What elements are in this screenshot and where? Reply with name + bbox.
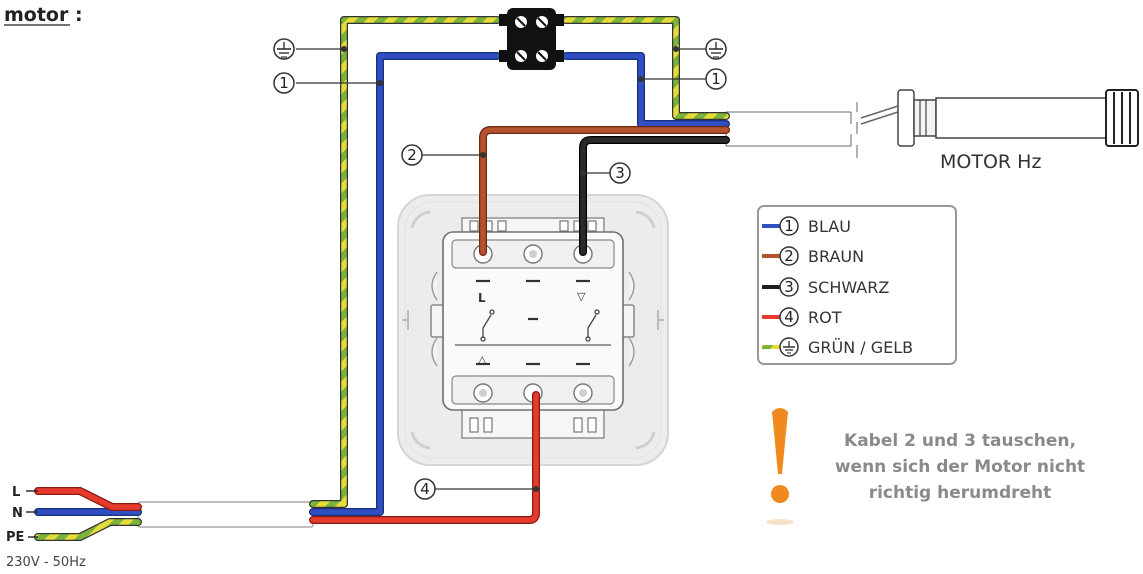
warning-note: Kabel 2 und 3 tauschen, wenn sich der Mo… (766, 408, 1085, 525)
wire-blau (34, 52, 730, 516)
svg-text:wenn sich der Motor nicht: wenn sich der Motor nicht (835, 457, 1085, 477)
motor-cable-jacket (725, 102, 899, 158)
legend-item-braun: 2 BRAUN (762, 246, 864, 266)
wire-gruen-gelb (34, 16, 730, 541)
callout-4: 4 (414, 478, 539, 500)
callout-1-right: 1 (638, 68, 727, 90)
switch-insert: L ▽ △ (431, 217, 635, 439)
color-legend: 1 BLAU 2 BRAUN 3 SCHWARZ 4 ROT (757, 205, 957, 365)
callout-ground-right (673, 38, 727, 60)
legend-item-blau: 1 BLAU (762, 216, 851, 236)
supply-pe-label: PE (6, 530, 24, 545)
svg-text:ROT: ROT (808, 308, 842, 327)
motor-label: MOTOR Hz (940, 151, 1041, 173)
switch-arrow-up: △ (478, 353, 487, 366)
svg-text:4: 4 (420, 480, 430, 498)
terminal-block (499, 8, 564, 70)
page-title: motor : (4, 4, 83, 26)
supply-cable-jacket (137, 501, 314, 528)
svg-text:3: 3 (784, 278, 794, 296)
callout-2: 2 (401, 144, 486, 166)
exclamation-icon (766, 408, 794, 525)
svg-text:1: 1 (711, 70, 721, 88)
svg-text:3: 3 (615, 164, 625, 182)
svg-text:4: 4 (784, 308, 794, 326)
callout-3: 3 (580, 162, 631, 184)
supply-l-label: L (12, 485, 20, 500)
svg-text:richtig herumdreht: richtig herumdreht (869, 483, 1052, 503)
callout-1-left: 1 (273, 72, 383, 94)
legend-item-gruen-gelb: GRÜN / GELB (762, 337, 913, 357)
svg-text:1: 1 (279, 74, 289, 92)
svg-text:1: 1 (784, 217, 794, 235)
supply-labels: L N PE 230V - 50Hz (6, 485, 86, 570)
motor: MOTOR Hz (897, 89, 1139, 173)
supply-n-label: N (12, 506, 23, 521)
legend-item-schwarz: 3 SCHWARZ (762, 277, 889, 297)
wire-schwarz (579, 136, 730, 256)
svg-text:Kabel 2 und 3 tauschen,: Kabel 2 und 3 tauschen, (844, 431, 1076, 451)
svg-text:GRÜN / GELB: GRÜN / GELB (808, 338, 913, 357)
callout-ground-left (273, 38, 347, 60)
svg-text:2: 2 (407, 146, 417, 164)
switch-terminal-l: L (478, 291, 486, 305)
wire-braun (479, 126, 730, 256)
legend-item-rot: 4 ROT (762, 307, 842, 327)
switch-arrow-down: ▽ (577, 290, 586, 303)
svg-text:2: 2 (784, 247, 794, 265)
svg-text:BLAU: BLAU (808, 217, 851, 236)
wire-rot (34, 391, 540, 524)
supply-voltage: 230V - 50Hz (6, 555, 86, 570)
svg-text:SCHWARZ: SCHWARZ (808, 278, 889, 297)
svg-text:BRAUN: BRAUN (808, 247, 864, 266)
ground-icon (783, 341, 795, 354)
